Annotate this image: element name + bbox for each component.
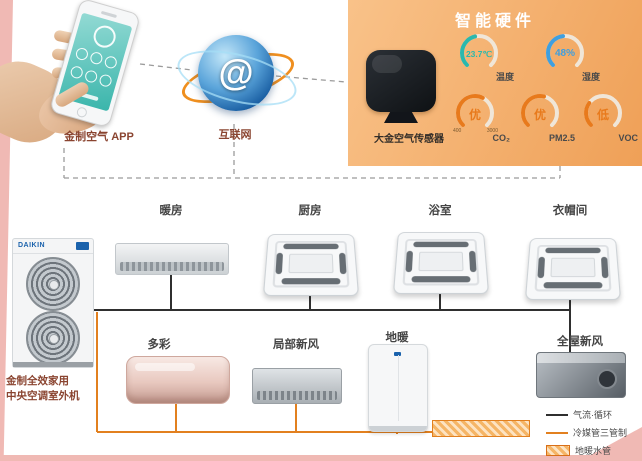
- gauge-pm25: 优 PM2.5: [513, 88, 575, 143]
- internet-globe: @: [172, 30, 302, 122]
- outdoor-label-line2: 中央空调室外机: [6, 390, 80, 403]
- phone-speaker: [100, 10, 118, 19]
- legend-item-floor-heating-pipe: 地暖水管: [546, 444, 627, 457]
- gauge-label: 温度: [495, 72, 514, 82]
- pink-edge-bottom: [0, 455, 642, 461]
- room-label-kitchen: 厨房: [298, 205, 322, 217]
- gauge-min: 400: [453, 128, 462, 134]
- outdoor-base: [13, 362, 93, 367]
- app-round-icon: [74, 46, 90, 62]
- legend-label: 地暖水管: [575, 446, 612, 456]
- unit-base: [369, 426, 427, 431]
- room-label-closet: 衣帽间: [552, 205, 588, 217]
- vent-slot: [543, 282, 603, 289]
- legend: 气流·循环 冷媒管三管制 地暖水管: [546, 408, 627, 461]
- legend-swatch-black-line: [546, 413, 568, 416]
- vent-slot: [405, 250, 414, 273]
- phone-home-button: [75, 106, 89, 119]
- gauge-value: 优: [468, 108, 481, 122]
- brand-badge-icon: [76, 242, 89, 250]
- internet-label: 互联网: [218, 129, 252, 141]
- vent-slot: [600, 256, 609, 279]
- app-round-icon: [88, 50, 104, 66]
- room-label-warm: 暖房: [159, 205, 183, 217]
- gauge-temperature: 23.7℃ 温度: [452, 28, 514, 82]
- vent-slot: [413, 241, 469, 248]
- room-label-whole-house-fresh-air: 全屋新风: [557, 336, 603, 348]
- designer-panel-unit: [126, 356, 230, 404]
- app-round-icon: [103, 54, 119, 70]
- cassette-unit-kitchen: [262, 234, 360, 297]
- legend-item-airflow: 气流·循环: [546, 408, 627, 421]
- gauge-co2: 优 400 3000 CO₂: [448, 88, 510, 143]
- gauge-value: 48%: [554, 48, 575, 59]
- vent-slot: [545, 247, 601, 254]
- cassette-unit-closet: [524, 238, 622, 301]
- floor-heating-pipe-strip: [432, 420, 530, 437]
- vent-slot: [283, 243, 339, 250]
- cassette-center-panel: [288, 253, 334, 274]
- room-label-floor-heating: 地暖: [385, 332, 409, 344]
- room-label-colorful: 多彩: [147, 339, 171, 351]
- fan-icon: [26, 257, 80, 311]
- gauge-humidity: 48% 湿度: [538, 28, 600, 82]
- smart-hardware-panel: 智能硬件 大金空气传感器 23.7℃ 温度 48% 湿度 优: [348, 0, 642, 166]
- cassette-unit-bathroom: [392, 232, 490, 295]
- smartphone: [48, 0, 142, 129]
- air-sensor-stand: [384, 112, 418, 123]
- vent-slot: [281, 278, 341, 285]
- app-round-icon: [83, 69, 99, 84]
- vent-slot: [275, 252, 284, 275]
- room-label-local-fresh-air: 局部新风: [273, 339, 319, 351]
- room-label-bathroom: 浴室: [428, 205, 452, 217]
- app-dial-icon: [91, 23, 119, 51]
- gauge-label: PM2.5: [548, 133, 575, 143]
- duct-type-indoor-unit: [115, 243, 229, 275]
- app-icon-grid: [69, 46, 119, 89]
- outdoor-unit-label: 金制全效家用 中央空调室外机: [0, 374, 114, 404]
- app-round-icon: [98, 73, 113, 89]
- outdoor-unit: DAIKIN: [12, 238, 94, 368]
- gauge-label: CO₂: [492, 133, 511, 143]
- legend-label: 气流·循环: [573, 410, 612, 420]
- floor-heating-unit: [368, 344, 428, 432]
- gauge-label: 湿度: [581, 72, 600, 82]
- brand-logo: DAIKIN: [18, 242, 46, 249]
- vent-slot: [338, 252, 347, 275]
- legend-swatch-hatch: [546, 445, 570, 456]
- legend-label: 冷媒管三管制: [573, 428, 628, 438]
- whole-house-fresh-air-unit: [536, 352, 626, 398]
- gauge-value: 低: [596, 108, 609, 122]
- outdoor-label-line1: 金制全效家用: [6, 375, 69, 387]
- cassette-center-panel: [550, 257, 596, 278]
- gauge-value: 23.7℃: [465, 49, 493, 59]
- gauge-label: VOC: [618, 133, 638, 143]
- legend-swatch-orange-line: [546, 431, 568, 434]
- panel-title: 智能硬件: [454, 13, 535, 30]
- local-fresh-air-unit: [252, 368, 342, 404]
- fan-icon: [26, 311, 80, 365]
- legend-item-refrigerant: 冷媒管三管制: [546, 426, 627, 439]
- vent-slot: [537, 256, 546, 279]
- air-sensor-device: [366, 50, 436, 112]
- outdoor-top-band: DAIKIN: [13, 239, 93, 254]
- vent-slot: [468, 250, 477, 273]
- app-round-icon: [69, 64, 85, 80]
- gauge-voc: 低 VOC: [576, 88, 638, 143]
- gauge-value: 优: [533, 108, 546, 122]
- cassette-center-panel: [418, 251, 464, 272]
- app-label: 金制空气 APP: [64, 131, 134, 143]
- unit-seam: [398, 355, 399, 421]
- vent-slot: [411, 276, 471, 283]
